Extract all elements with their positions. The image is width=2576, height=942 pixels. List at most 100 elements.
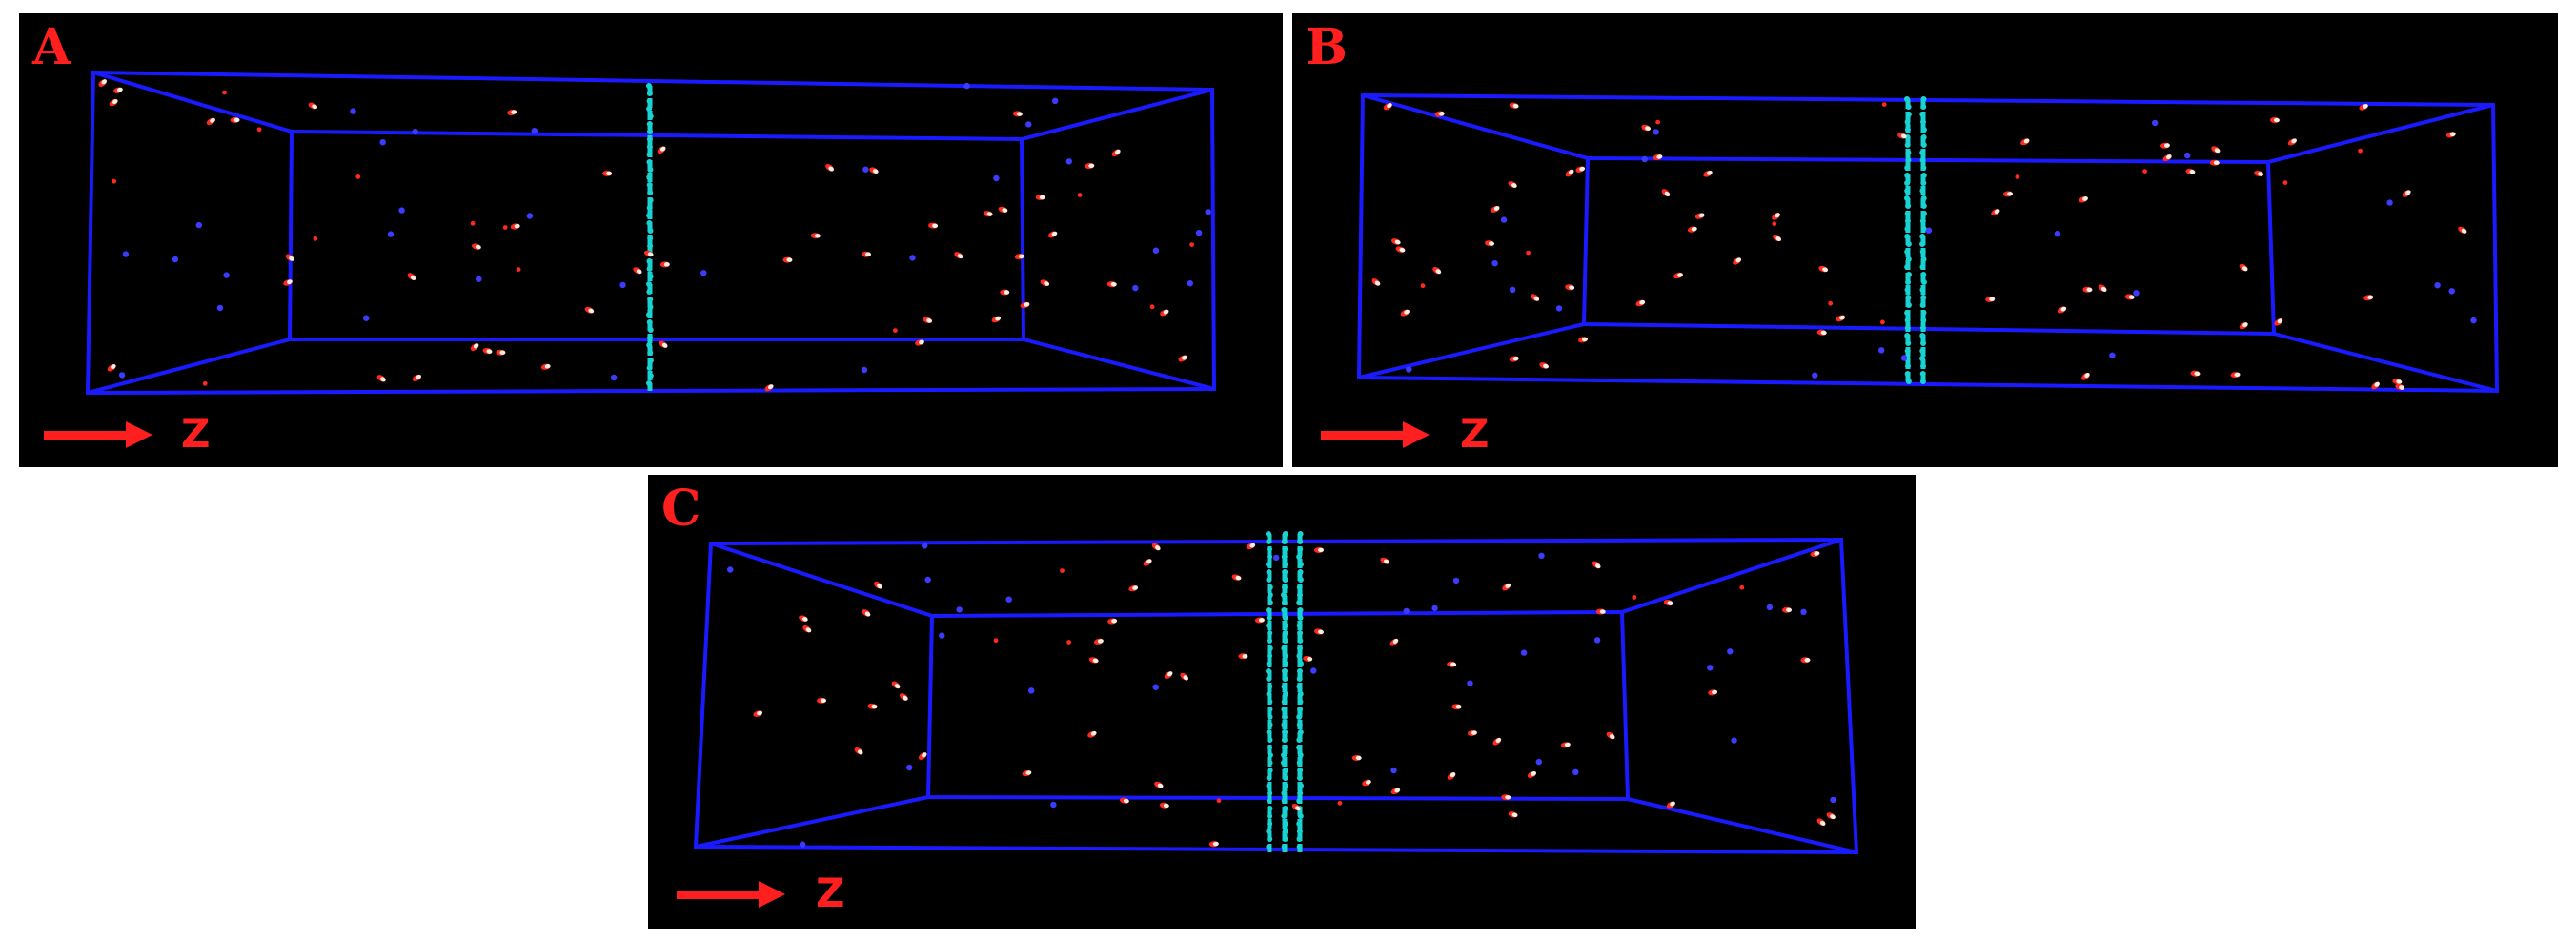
plane-particle (1297, 562, 1304, 567)
particle (1520, 649, 1528, 656)
plane-particle (646, 91, 653, 96)
panel-a: A Z (19, 13, 1283, 467)
particle (2434, 282, 2441, 289)
plane-particle (1904, 211, 1911, 216)
particle (2109, 352, 2116, 358)
particle (1731, 737, 1737, 744)
particle (825, 163, 834, 172)
particle (98, 79, 107, 88)
plane-particle (1267, 813, 1273, 819)
plane-particle (647, 167, 654, 173)
plane-particle (1905, 256, 1912, 262)
plane-particle (1297, 539, 1304, 544)
plane-particle (1904, 317, 1911, 323)
particle (1380, 557, 1389, 564)
plane-particle (1296, 554, 1303, 560)
particle (1828, 300, 1834, 306)
plane-particle (1296, 676, 1303, 682)
plane-particle (1282, 806, 1288, 811)
particle (1572, 768, 1579, 775)
particle (510, 223, 520, 230)
particle (516, 267, 521, 272)
plane-particle (1904, 173, 1911, 178)
particle (899, 693, 908, 701)
particle (2371, 381, 2380, 390)
particle (1810, 550, 1820, 558)
plane-particle (1281, 790, 1288, 796)
plane-particle (1282, 569, 1288, 575)
particle (633, 267, 642, 275)
particle (1641, 155, 1648, 163)
plane-particle (647, 228, 654, 234)
particle (659, 261, 670, 268)
plane-particle (1267, 699, 1273, 705)
particle (2392, 379, 2403, 385)
plane-particle (1920, 295, 1927, 300)
particle (2269, 116, 2280, 124)
plane-particle (1920, 104, 1927, 110)
plane-particle (1267, 584, 1273, 590)
plane-particle (646, 312, 653, 317)
particle (230, 116, 240, 123)
plane-particle (1282, 836, 1288, 842)
plane-particle (1266, 798, 1272, 804)
particle (2079, 195, 2088, 203)
particle (1508, 180, 1517, 189)
particle (1151, 543, 1161, 551)
z-axis-label: Z (1460, 410, 1490, 457)
particle (1060, 568, 1065, 573)
plane-particle (647, 190, 654, 195)
particle (2211, 146, 2221, 154)
plane-particle (1266, 577, 1272, 583)
plane-particle (1904, 234, 1911, 239)
particle (954, 252, 963, 259)
box-edge (1023, 338, 1215, 391)
plane-particle (1267, 600, 1273, 605)
plane-particle (1904, 180, 1911, 186)
particle (202, 380, 208, 386)
particle (2015, 174, 2020, 179)
particle (283, 279, 293, 286)
particle (1491, 260, 1498, 267)
plane-particle (1920, 96, 1927, 102)
plane-particle (1281, 699, 1288, 705)
plane-particle (1904, 188, 1911, 194)
plane-particle (647, 129, 654, 134)
plane-particle (1282, 745, 1288, 750)
plane-particle (646, 319, 653, 325)
plane-particle (1905, 104, 1912, 110)
plane-particle (1920, 165, 1927, 171)
particle (893, 328, 898, 333)
particle (909, 255, 916, 261)
particle (1592, 561, 1601, 569)
particle (496, 349, 506, 356)
particle (1661, 189, 1671, 197)
plane-particle (1297, 729, 1304, 735)
particle (1107, 618, 1118, 625)
particle (1510, 286, 1516, 294)
plane-particle (1296, 584, 1303, 590)
plane-particle (1296, 798, 1303, 804)
particle (1509, 356, 1519, 362)
plane-particle (646, 174, 653, 180)
plane-particle (1266, 691, 1272, 697)
particle (2184, 152, 2191, 159)
particle (1012, 111, 1023, 117)
particle (1800, 608, 1807, 615)
plane-particle (1267, 806, 1273, 811)
particle (1035, 194, 1045, 201)
plane-particle (1919, 150, 1926, 155)
plane-particle (1920, 310, 1927, 316)
particle (906, 764, 913, 771)
box-edge (1358, 322, 1585, 379)
plane-particle (1297, 661, 1304, 666)
particle (1527, 770, 1537, 778)
plane-particle (1904, 142, 1911, 148)
plane-particle (1297, 783, 1304, 788)
plane-particle (1297, 699, 1304, 705)
particle (2395, 383, 2404, 391)
particle (223, 272, 230, 278)
plane-particle (1905, 279, 1912, 285)
panel-b: B Z (1292, 13, 2558, 467)
particle (1403, 607, 1410, 615)
